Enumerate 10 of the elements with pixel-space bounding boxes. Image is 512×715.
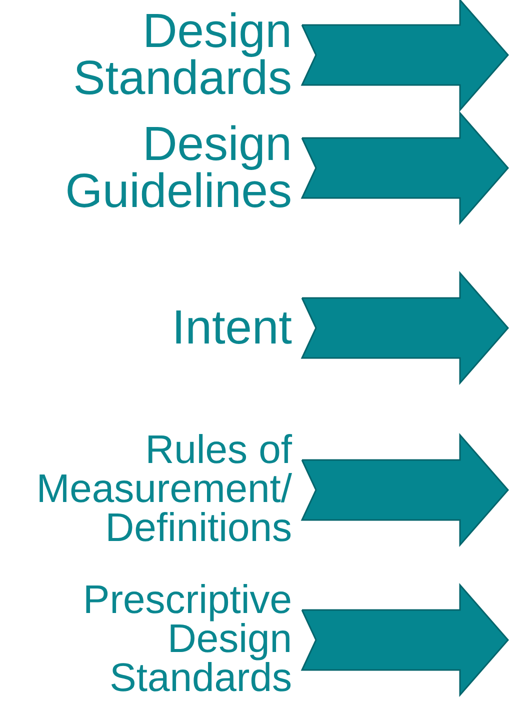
label-text: Prescriptive Design Standards xyxy=(82,581,292,699)
block-arrow xyxy=(300,271,509,385)
block-arrow xyxy=(300,433,509,547)
block-arrow xyxy=(300,583,509,697)
block-arrow xyxy=(300,0,509,112)
label-text: Rules of Measurement/ Definitions xyxy=(35,431,292,549)
label-text: Intent xyxy=(170,304,292,352)
label-text: Design Guidelines xyxy=(64,120,292,216)
block-arrow xyxy=(300,111,509,225)
label-text: Design Standards xyxy=(72,8,292,102)
